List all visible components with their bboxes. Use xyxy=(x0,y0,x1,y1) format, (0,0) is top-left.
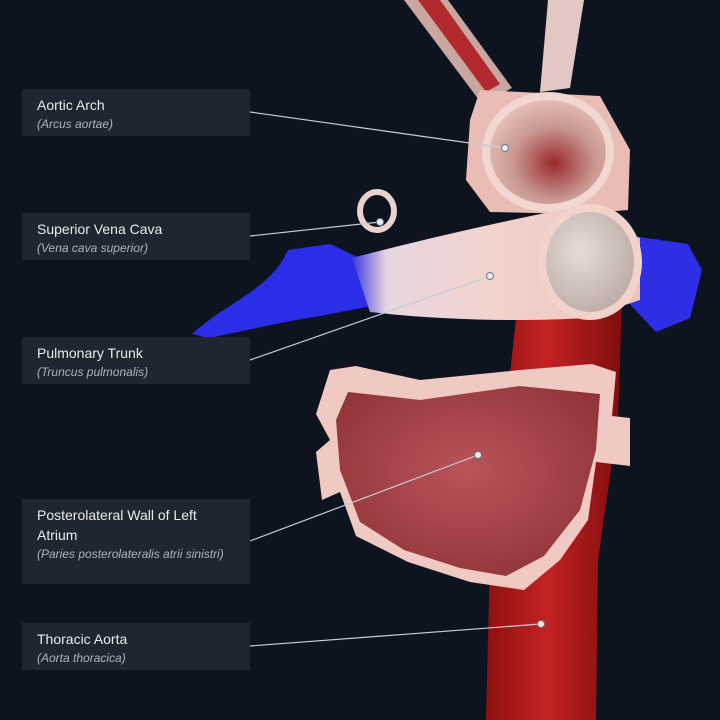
pin-aortic-arch[interactable] xyxy=(501,144,509,152)
pin-superior-vena-cava[interactable] xyxy=(376,218,384,226)
aortic-arch-shape xyxy=(466,90,630,214)
label-name: Posterolateral Wall of Left Atrium xyxy=(37,507,197,543)
pulmonary-trunk-shape xyxy=(352,204,642,320)
superior-vena-cava-shape xyxy=(357,189,397,233)
label-pulmonary-trunk[interactable]: Pulmonary Trunk (Truncus pulmonalis) xyxy=(22,337,250,384)
leader-line-superior-vena-cava xyxy=(249,221,381,237)
leader-lines xyxy=(249,111,542,647)
pulmonary-veins xyxy=(192,236,702,338)
label-name: Aortic Arch xyxy=(37,97,105,113)
label-name: Superior Vena Cava xyxy=(37,221,163,237)
leader-line-aortic-arch xyxy=(249,111,506,149)
label-latin-name: (Truncus pulmonalis) xyxy=(37,365,149,379)
pin-left-atrium[interactable] xyxy=(474,451,482,459)
leader-line-left-atrium xyxy=(249,454,479,542)
label-superior-vena-cava[interactable]: Superior Vena Cava (Vena cava superior) xyxy=(22,213,250,260)
brachiocephalic-vessel xyxy=(404,0,584,104)
leader-line-pulmonary-trunk xyxy=(249,275,491,361)
label-name: Thoracic Aorta xyxy=(37,631,128,647)
leader-dots xyxy=(376,144,545,628)
leader-line-thoracic-aorta xyxy=(249,623,542,647)
pin-thoracic-aorta[interactable] xyxy=(537,620,545,628)
left-atrium-wall-shape xyxy=(316,364,630,590)
label-latin-name: (Arcus aortae) xyxy=(37,117,114,131)
pin-pulmonary-trunk[interactable] xyxy=(486,272,494,280)
label-posterolateral-wall-left-atrium[interactable]: Posterolateral Wall of Left Atrium (Pari… xyxy=(22,499,250,584)
label-latin-name: (Aorta thoracica) xyxy=(37,651,126,665)
label-aortic-arch[interactable]: Aortic Arch (Arcus aortae) xyxy=(22,89,250,136)
label-name: Pulmonary Trunk xyxy=(37,345,143,361)
label-latin-name: (Vena cava superior) xyxy=(37,241,148,255)
label-thoracic-aorta[interactable]: Thoracic Aorta (Aorta thoracica) xyxy=(22,623,250,670)
label-latin-name: (Paries posterolateralis atrii sinistri) xyxy=(37,547,224,561)
